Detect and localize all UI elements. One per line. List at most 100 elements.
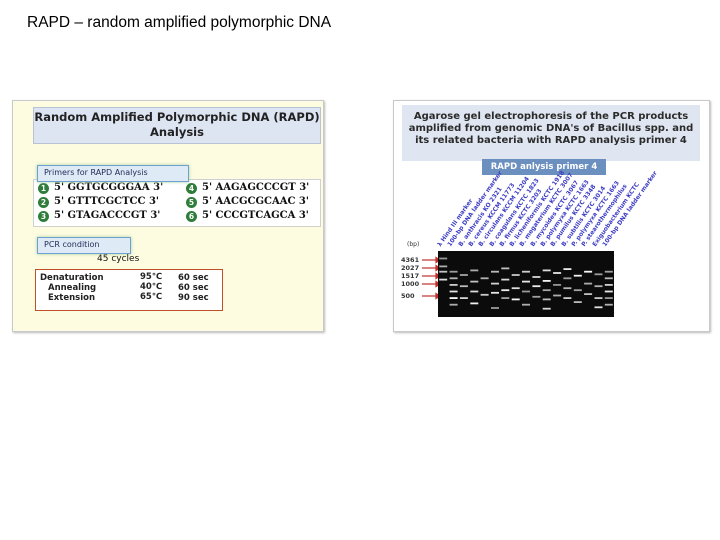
cycle-count: 45 cycles	[97, 254, 140, 264]
gel-band	[532, 295, 541, 298]
gel-band	[470, 290, 479, 293]
gel-image	[438, 251, 614, 317]
primer-sequence: 5' GTTTCGCTCC 3'	[54, 196, 159, 207]
gel-band	[439, 278, 448, 281]
gel-band	[542, 289, 551, 292]
gel-band	[449, 284, 458, 286]
primer-number: 6	[186, 211, 197, 222]
gel-band	[553, 284, 562, 286]
gel-band	[604, 297, 613, 299]
gel-band	[449, 297, 458, 299]
primer-list: 1 5' GGTGCGGGAA 3' 2 5' GTTTCGCTCC 3' 3 …	[33, 179, 321, 227]
gel-band	[542, 298, 551, 301]
gel-band	[563, 297, 572, 299]
gel-band	[459, 274, 468, 276]
gel-band	[594, 297, 603, 299]
step-temp: 65℃	[140, 292, 163, 302]
bp-unit-label: (bp)	[407, 241, 420, 248]
marker-size: 500	[401, 292, 415, 300]
primer-sequence: 5' GGTGCGGGAA 3'	[54, 182, 164, 193]
marker-size: 1000	[401, 280, 420, 288]
panel-heading-line2: Analysis	[150, 125, 204, 139]
gel-band	[439, 270, 448, 273]
step-temp: 40℃	[140, 282, 163, 292]
gel-band	[553, 294, 562, 297]
gel-band	[511, 298, 520, 301]
gel-band	[459, 297, 468, 299]
gel-band	[501, 278, 510, 281]
panel-heading-line1: Random Amplified Polymorphic DNA (RAPD)	[34, 110, 320, 124]
primer-sequence: 5' CCCGTCAGCA 3'	[202, 210, 309, 221]
panel-heading: Random Amplified Polymorphic DNA (RAPD) …	[33, 107, 321, 144]
step-temp: 95℃	[140, 272, 163, 282]
gel-band	[449, 290, 458, 293]
gel-band	[604, 303, 613, 306]
gel-band	[594, 285, 603, 288]
gel-electrophoresis-panel: Agarose gel electrophoresis of the PCR p…	[393, 100, 710, 332]
pcr-condition-tab: PCR condition	[37, 237, 131, 254]
gel-band	[604, 284, 613, 286]
step-name: Annealing	[48, 283, 97, 293]
gel-band	[563, 287, 572, 290]
primer-number: 3	[38, 211, 49, 222]
gel-band	[542, 280, 551, 282]
gel-band	[449, 277, 458, 280]
gel-band	[584, 270, 593, 273]
primer-sequence: 5' GTAGACCCGT 3'	[54, 210, 161, 221]
gel-band	[563, 268, 572, 270]
primer-number: 2	[38, 197, 49, 208]
gel-band	[501, 289, 510, 292]
rapd-analysis-panel: Random Amplified Polymorphic DNA (RAPD) …	[12, 100, 324, 332]
gel-band	[501, 267, 510, 270]
primer-label: RAPD anlysis primer 4	[482, 159, 606, 175]
gel-band	[584, 282, 593, 285]
gel-band	[522, 303, 530, 306]
gel-band	[573, 301, 582, 303]
step-name: Denaturation	[40, 273, 104, 283]
step-time: 60 sec	[178, 273, 209, 283]
step-name: Extension	[48, 293, 96, 303]
gel-band	[480, 277, 489, 280]
gel-band	[491, 291, 499, 294]
gel-heading-line1: Agarose gel electrophoresis of the PCR p…	[413, 111, 689, 122]
gel-band	[511, 287, 520, 290]
gel-band	[563, 277, 572, 280]
gel-band	[594, 306, 603, 309]
gel-band	[542, 307, 551, 310]
step-time: 90 sec	[178, 293, 209, 303]
gel-band	[604, 290, 613, 293]
gel-band	[573, 289, 582, 292]
step-time: 60 sec	[178, 283, 209, 293]
gel-band	[501, 297, 510, 299]
marker-size: 4361	[401, 256, 420, 264]
gel-band	[542, 269, 551, 272]
gel-band	[449, 303, 458, 306]
marker-size: 2027	[401, 264, 420, 272]
gel-band	[491, 282, 499, 285]
gel-band	[584, 293, 593, 295]
gel-band	[470, 269, 479, 272]
slide-title: RAPD – random amplified polymorphic DNA	[27, 14, 332, 31]
gel-band	[522, 280, 530, 283]
gel-band	[573, 274, 582, 277]
gel-band	[511, 274, 520, 276]
gel-heading: Agarose gel electrophoresis of the PCR p…	[402, 105, 700, 161]
pcr-steps-box: Denaturation 95℃ 60 sec Annealing 40℃ 60…	[35, 269, 223, 311]
gel-band	[522, 290, 530, 293]
primers-tab: Primers for RAPD Analysis	[37, 165, 189, 182]
gel-heading-line2: amplified from genomic DNA's of Bacillus…	[408, 123, 694, 134]
primer-sequence: 5' AACGCGCAAC 3'	[202, 196, 309, 207]
gel-band	[459, 285, 468, 288]
gel-band	[491, 270, 499, 273]
primer-number: 4	[186, 183, 197, 194]
gel-band	[439, 265, 448, 268]
gel-band	[532, 285, 541, 288]
marker-size: 1517	[401, 272, 420, 280]
primer-sequence: 5' AAGAGCCCGT 3'	[202, 182, 310, 193]
primer-number: 1	[38, 183, 49, 194]
gel-band	[522, 270, 530, 273]
gel-band	[439, 257, 448, 260]
gel-band	[604, 270, 613, 273]
gel-heading-line3: its related bacteria with RAPD analysis …	[415, 135, 687, 146]
gel-band	[594, 273, 603, 276]
